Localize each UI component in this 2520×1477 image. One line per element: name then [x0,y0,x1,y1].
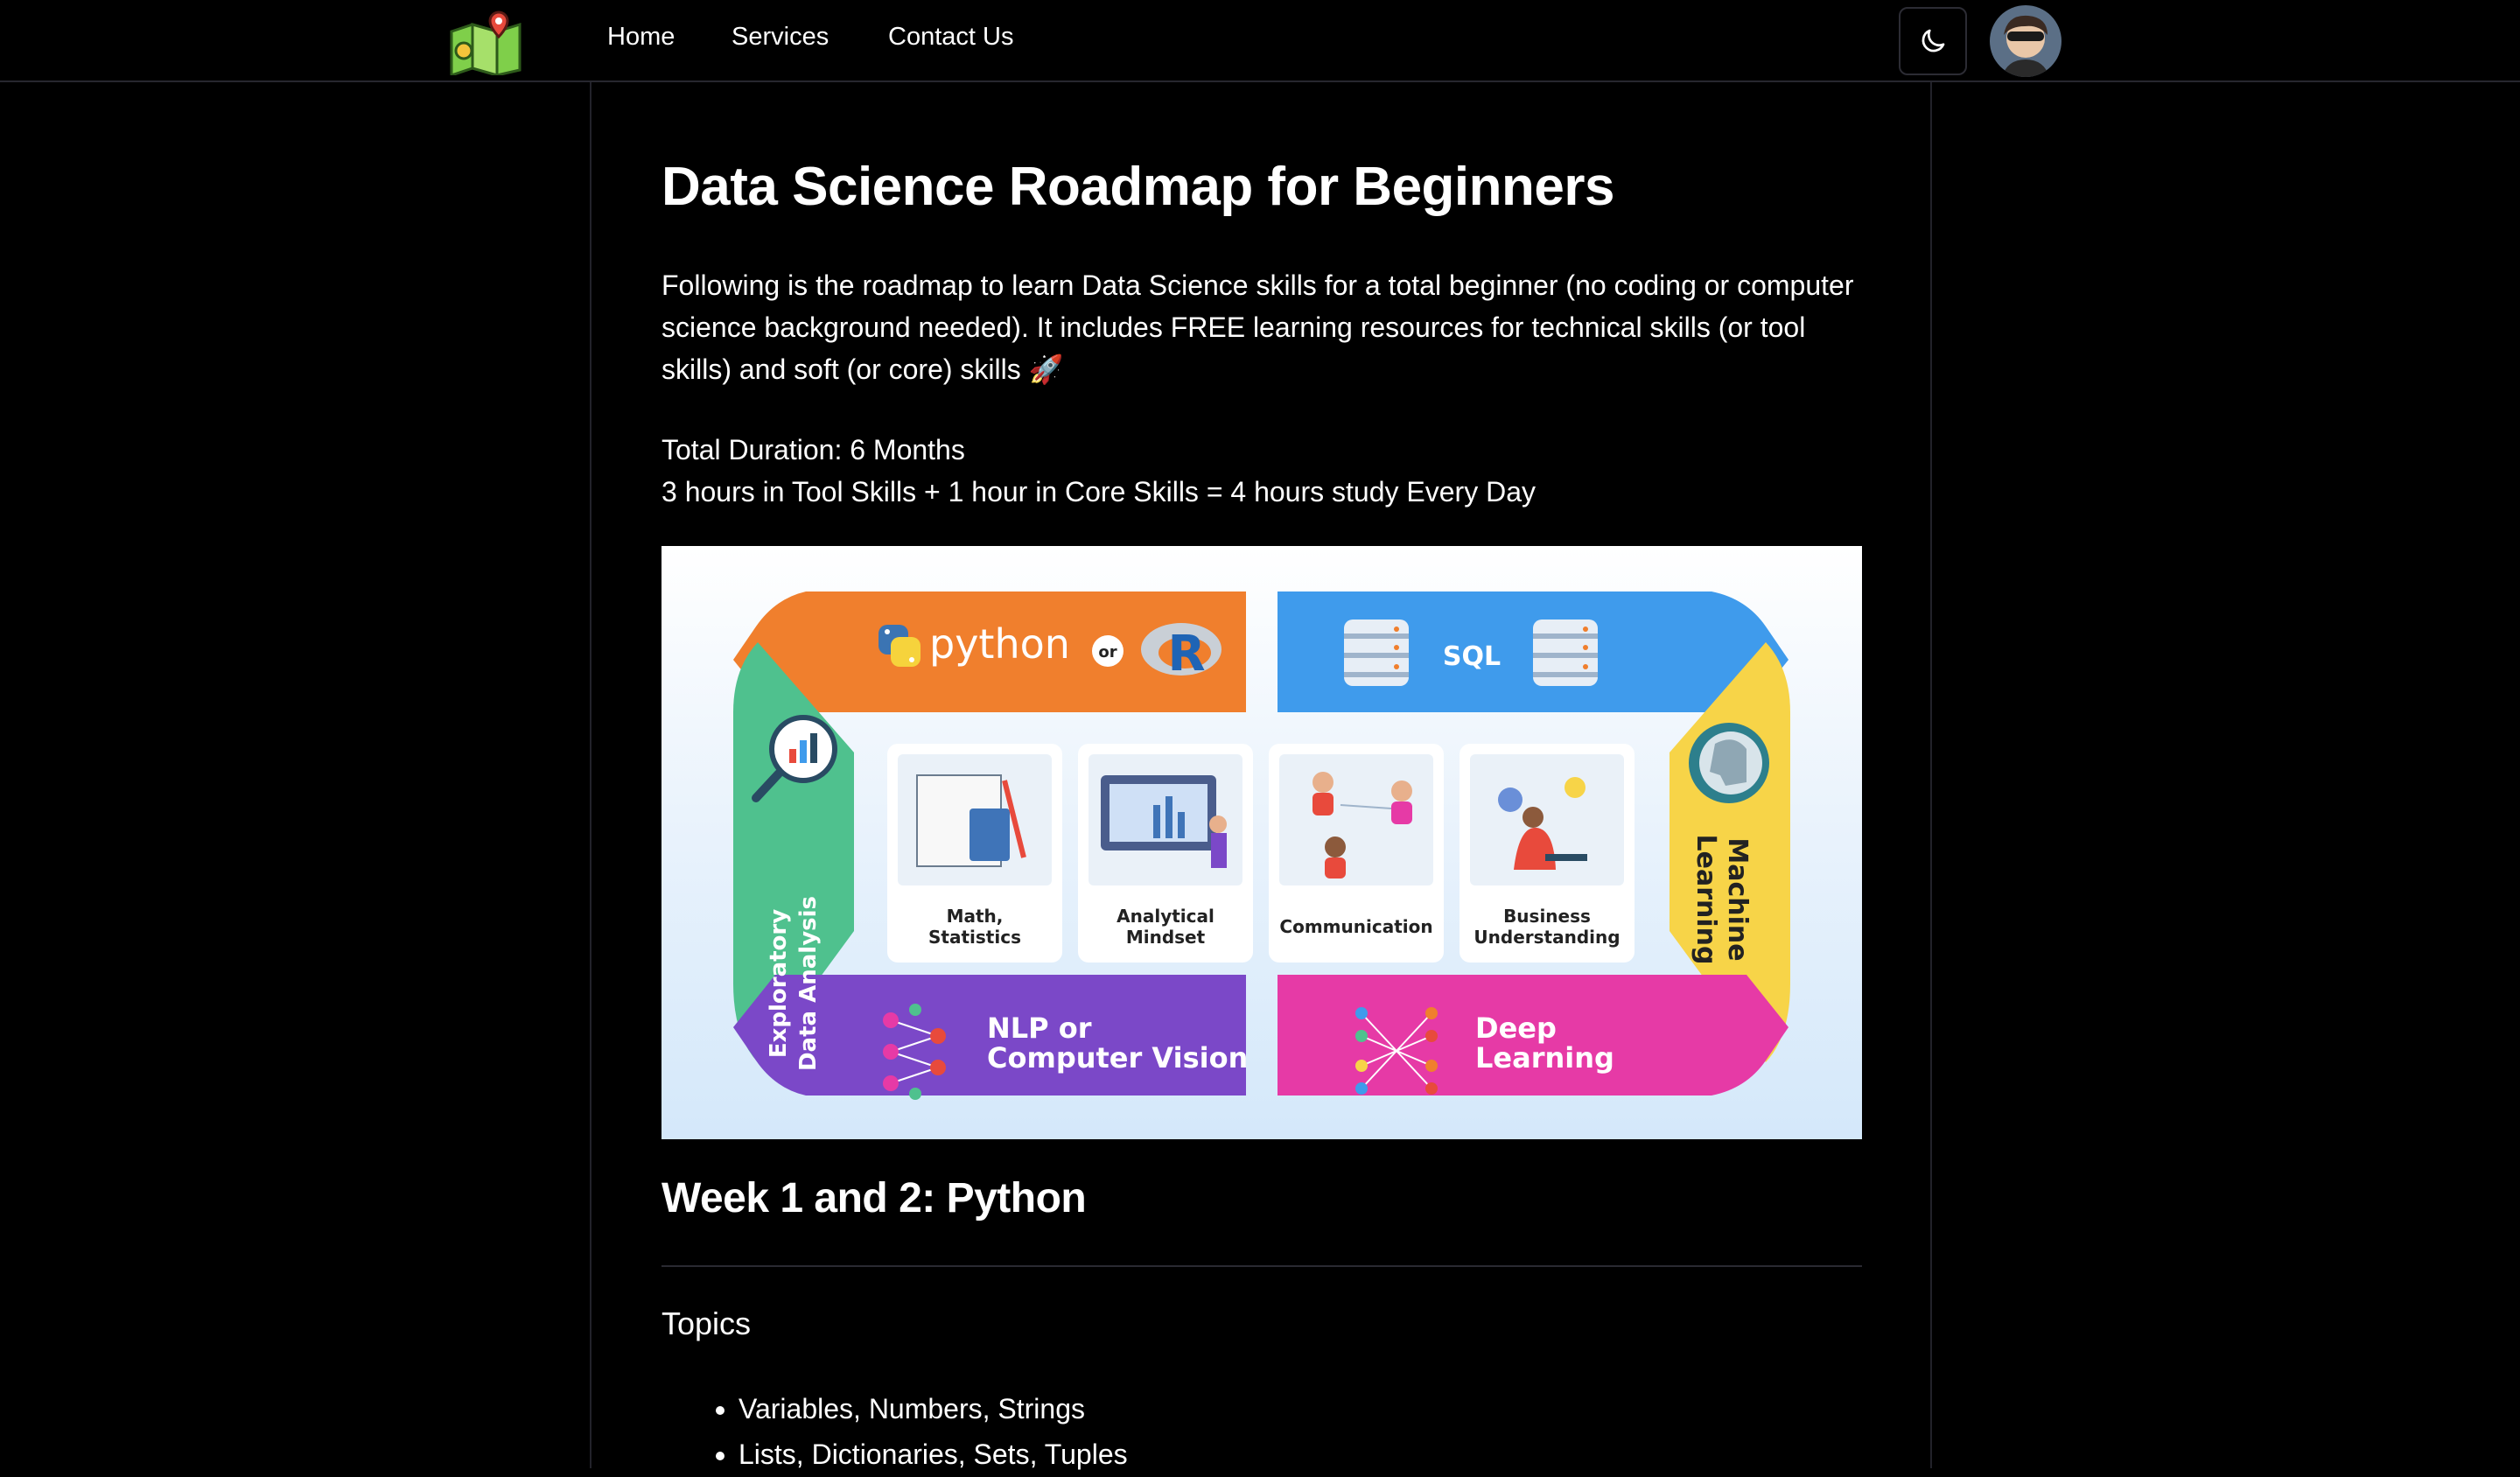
database-icon-2 [1533,620,1598,686]
moon-icon [1922,29,1945,52]
nlp-label-2: Computer Vision [987,1041,1248,1074]
card-math: Math, Statistics [887,744,1062,962]
user-avatar[interactable] [1990,5,2062,77]
card-analytical-label-2: Mindset [1126,927,1206,948]
nav-services-link[interactable]: Services [732,23,830,51]
dl-label-1: Deep [1475,1012,1557,1045]
roadmap-image: python or R SQL [662,546,1862,1139]
card-analytical-label-1: Analytical [1116,906,1214,927]
section-heading: Week 1 and 2: Python [662,1175,1087,1222]
card-communication: Communication [1269,744,1444,962]
page-title: Data Science Roadmap for Beginners [662,157,1614,217]
eda-label-2: Data Analysis [795,896,822,1071]
card-business: Business Understanding [1460,744,1634,962]
r-label: R [1167,626,1205,682]
nav-contact-link[interactable]: Contact Us [888,23,1014,51]
nav-home-link[interactable]: Home [607,23,676,51]
content-border-right [1930,82,1932,1468]
python-band [733,592,1246,712]
list-item: Lists, Dictionaries, Sets, Tuples [738,1432,1128,1477]
deep-network-icon [1355,1007,1438,1095]
topics-list: Variables, Numbers, Strings Lists, Dicti… [696,1386,1128,1477]
card-business-label-2: Understanding [1474,927,1620,948]
r-logo-icon [1141,623,1222,676]
eda-label-1: Exploratory [766,909,792,1058]
topics-heading: Topics [662,1306,752,1341]
dl-label-2: Learning [1475,1041,1614,1074]
card-math-label-2: Statistics [928,927,1021,948]
or-badge [1092,635,1124,667]
ml-label-2: Learning [1690,835,1721,965]
top-nav: Home Services Contact Us [0,0,2520,82]
list-item: Variables, Numbers, Strings [738,1386,1128,1432]
section-divider [662,1265,1862,1267]
python-logo-icon [878,625,920,667]
card-communication-label: Communication [1279,916,1432,937]
map-logo-icon[interactable] [448,7,523,75]
avatar-image [1990,5,2062,77]
card-math-label-1: Math, [947,906,1004,927]
ml-label-1: Machine [1722,837,1753,961]
or-label: or [1098,643,1116,662]
dl-band [1278,975,1788,1096]
ai-head-icon [1689,723,1769,803]
magnifier-chart-icon [752,715,837,802]
sql-label: SQL [1443,641,1501,672]
intro-paragraph: Following is the roadmap to learn Data S… [662,270,1854,385]
nlp-band [733,975,1246,1096]
database-icon [1344,620,1409,686]
content-border-left [590,82,592,1468]
theme-toggle-button[interactable] [1899,7,1967,75]
python-label: python [929,620,1070,668]
duration-line-1: Total Duration: 6 Months [662,434,965,466]
duration-text: Total Duration: 6 Months 3 hours in Tool… [662,429,1536,513]
card-analytical: Analytical Mindset [1078,744,1253,962]
nlp-label-1: NLP or [987,1012,1092,1045]
neural-network-icon [883,1004,946,1100]
card-business-label-1: Business [1503,906,1591,927]
duration-line-2: 3 hours in Tool Skills + 1 hour in Core … [662,476,1536,508]
